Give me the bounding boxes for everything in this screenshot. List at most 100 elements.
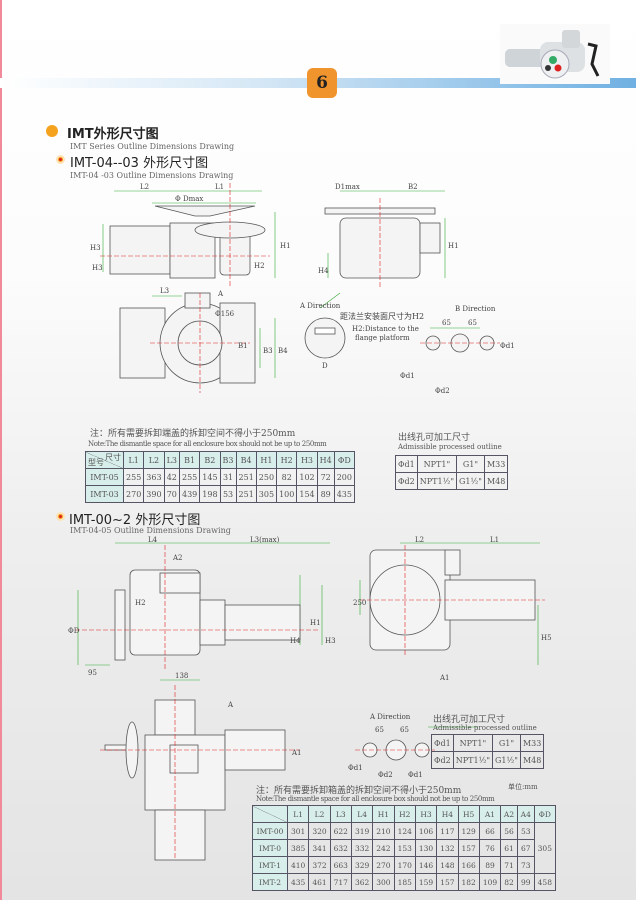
flange-note-en-2: flange platform (355, 334, 410, 342)
dim-H1-front: H1 (448, 242, 459, 250)
part1-drawings: L2 L1 Φ Dmax H1 H3 H3 H2 D1max B2 H1 H4 … (90, 183, 515, 395)
outlet2-subtitle: Admissible processed outline (433, 724, 537, 732)
dim-138: 138 (175, 672, 188, 680)
cell: 148 (436, 856, 459, 874)
cell: 363 (143, 468, 165, 486)
col-header: H3 (296, 451, 318, 469)
outlet2-title: 出线孔可加工尺寸 (433, 715, 506, 725)
dim-L1: L1 (490, 536, 499, 544)
cell: 622 (329, 822, 352, 840)
dim-H1: H1 (310, 619, 321, 627)
cell: NPT1" (416, 455, 458, 473)
cell: 439 (178, 485, 201, 503)
cell: 56 (500, 822, 518, 840)
model-cell: IMT-05 (84, 468, 125, 486)
cell: NPT1½" (416, 472, 458, 490)
col-header: H5 (457, 805, 480, 823)
col-header: L3 (163, 451, 180, 469)
cell: 61 (500, 839, 518, 857)
col-header: L2 (308, 805, 331, 823)
cell: 89 (316, 485, 335, 503)
cell: G1" (456, 455, 485, 473)
cell: M33 (483, 455, 509, 473)
cell: 182 (457, 873, 480, 891)
part1-note-en: Note:The dismantle space for all enclosu… (88, 440, 327, 448)
model-cell: IMT-0 (251, 839, 289, 857)
dim-H5: H5 (541, 634, 552, 642)
cell: 100 (276, 485, 298, 503)
cell: 390 (143, 485, 165, 503)
cell: 31 (219, 468, 237, 486)
dim-A1: A1 (439, 674, 450, 682)
col-header: L3 (329, 805, 352, 823)
cell: 154 (296, 485, 318, 503)
cell: 300 (372, 873, 395, 891)
cell: Φd1 (431, 734, 454, 752)
cell: 717 (329, 873, 352, 891)
cell: 663 (329, 856, 352, 874)
col-header: H4 (316, 451, 335, 469)
product-photo (500, 24, 610, 84)
col-header: H1 (255, 451, 278, 469)
section-title: IMT外形尺寸图 (67, 127, 159, 142)
dim-D: ΦD (68, 627, 80, 635)
a-direction-label: A Direction (299, 302, 341, 310)
dim-H1: H1 (280, 242, 291, 250)
col-header: H2 (393, 805, 416, 823)
cell: 99 (516, 873, 535, 891)
model-cell: IMT-03 (84, 485, 125, 503)
part2-title: IMT-00~2 外形尺寸图 (69, 513, 201, 528)
col-header: L1 (287, 805, 310, 823)
outlet1-subtitle: Admissible processed outline (398, 443, 502, 451)
b-direction-label: B Direction (455, 305, 496, 313)
cell: G1" (492, 734, 521, 752)
label-d1-right: Φd1 (408, 771, 423, 779)
cell: 251 (235, 485, 257, 503)
cell: 70 (163, 485, 180, 503)
cell: 301 (287, 822, 310, 840)
outlet1-title: 出线孔可加工尺寸 (398, 433, 471, 443)
cell: 53 (219, 485, 237, 503)
cell: 410 (287, 856, 310, 874)
flange-note-cn: 距法兰安装面尺寸为H2 (340, 311, 424, 321)
dim-D1max: D1max (335, 183, 360, 191)
cell: 372 (308, 856, 331, 874)
dim-d156: Φ156 (215, 310, 235, 318)
label-d1: Φd1 (400, 372, 415, 380)
dim-B4: B4 (278, 347, 288, 355)
cell: M48 (519, 751, 545, 769)
cell: 185 (393, 873, 416, 891)
cell: 362 (350, 873, 374, 891)
cell: 251 (235, 468, 257, 486)
col-header: H4 (436, 805, 459, 823)
col-header: L1 (123, 451, 145, 469)
dim-H2: H2 (135, 599, 146, 607)
cell: 53 (516, 822, 535, 840)
spacing-65-b: 65 (400, 726, 409, 734)
cell: 305 (255, 485, 278, 503)
page-edge-line (0, 0, 2, 900)
model-cell: IMT-1 (251, 856, 289, 874)
cell: 129 (457, 822, 480, 840)
model-cell: IMT-2 (251, 873, 289, 891)
cell: G1½" (456, 472, 485, 490)
dim-250: 250 (353, 599, 366, 607)
part2-subtitle: IMT-04-05 Outline Dimensions Drawing (70, 526, 231, 535)
cell: Φd2 (395, 472, 418, 490)
cell: 42 (163, 468, 180, 486)
cell: 130 (414, 839, 438, 857)
corner-bottom-label: 型号 (88, 458, 104, 467)
label-D: D (322, 362, 328, 370)
spacing-65-a: 65 (375, 726, 384, 734)
cell: 255 (123, 468, 145, 486)
cell: 109 (478, 873, 502, 891)
part2-bullet-icon (56, 512, 65, 521)
cell: 341 (308, 839, 331, 857)
